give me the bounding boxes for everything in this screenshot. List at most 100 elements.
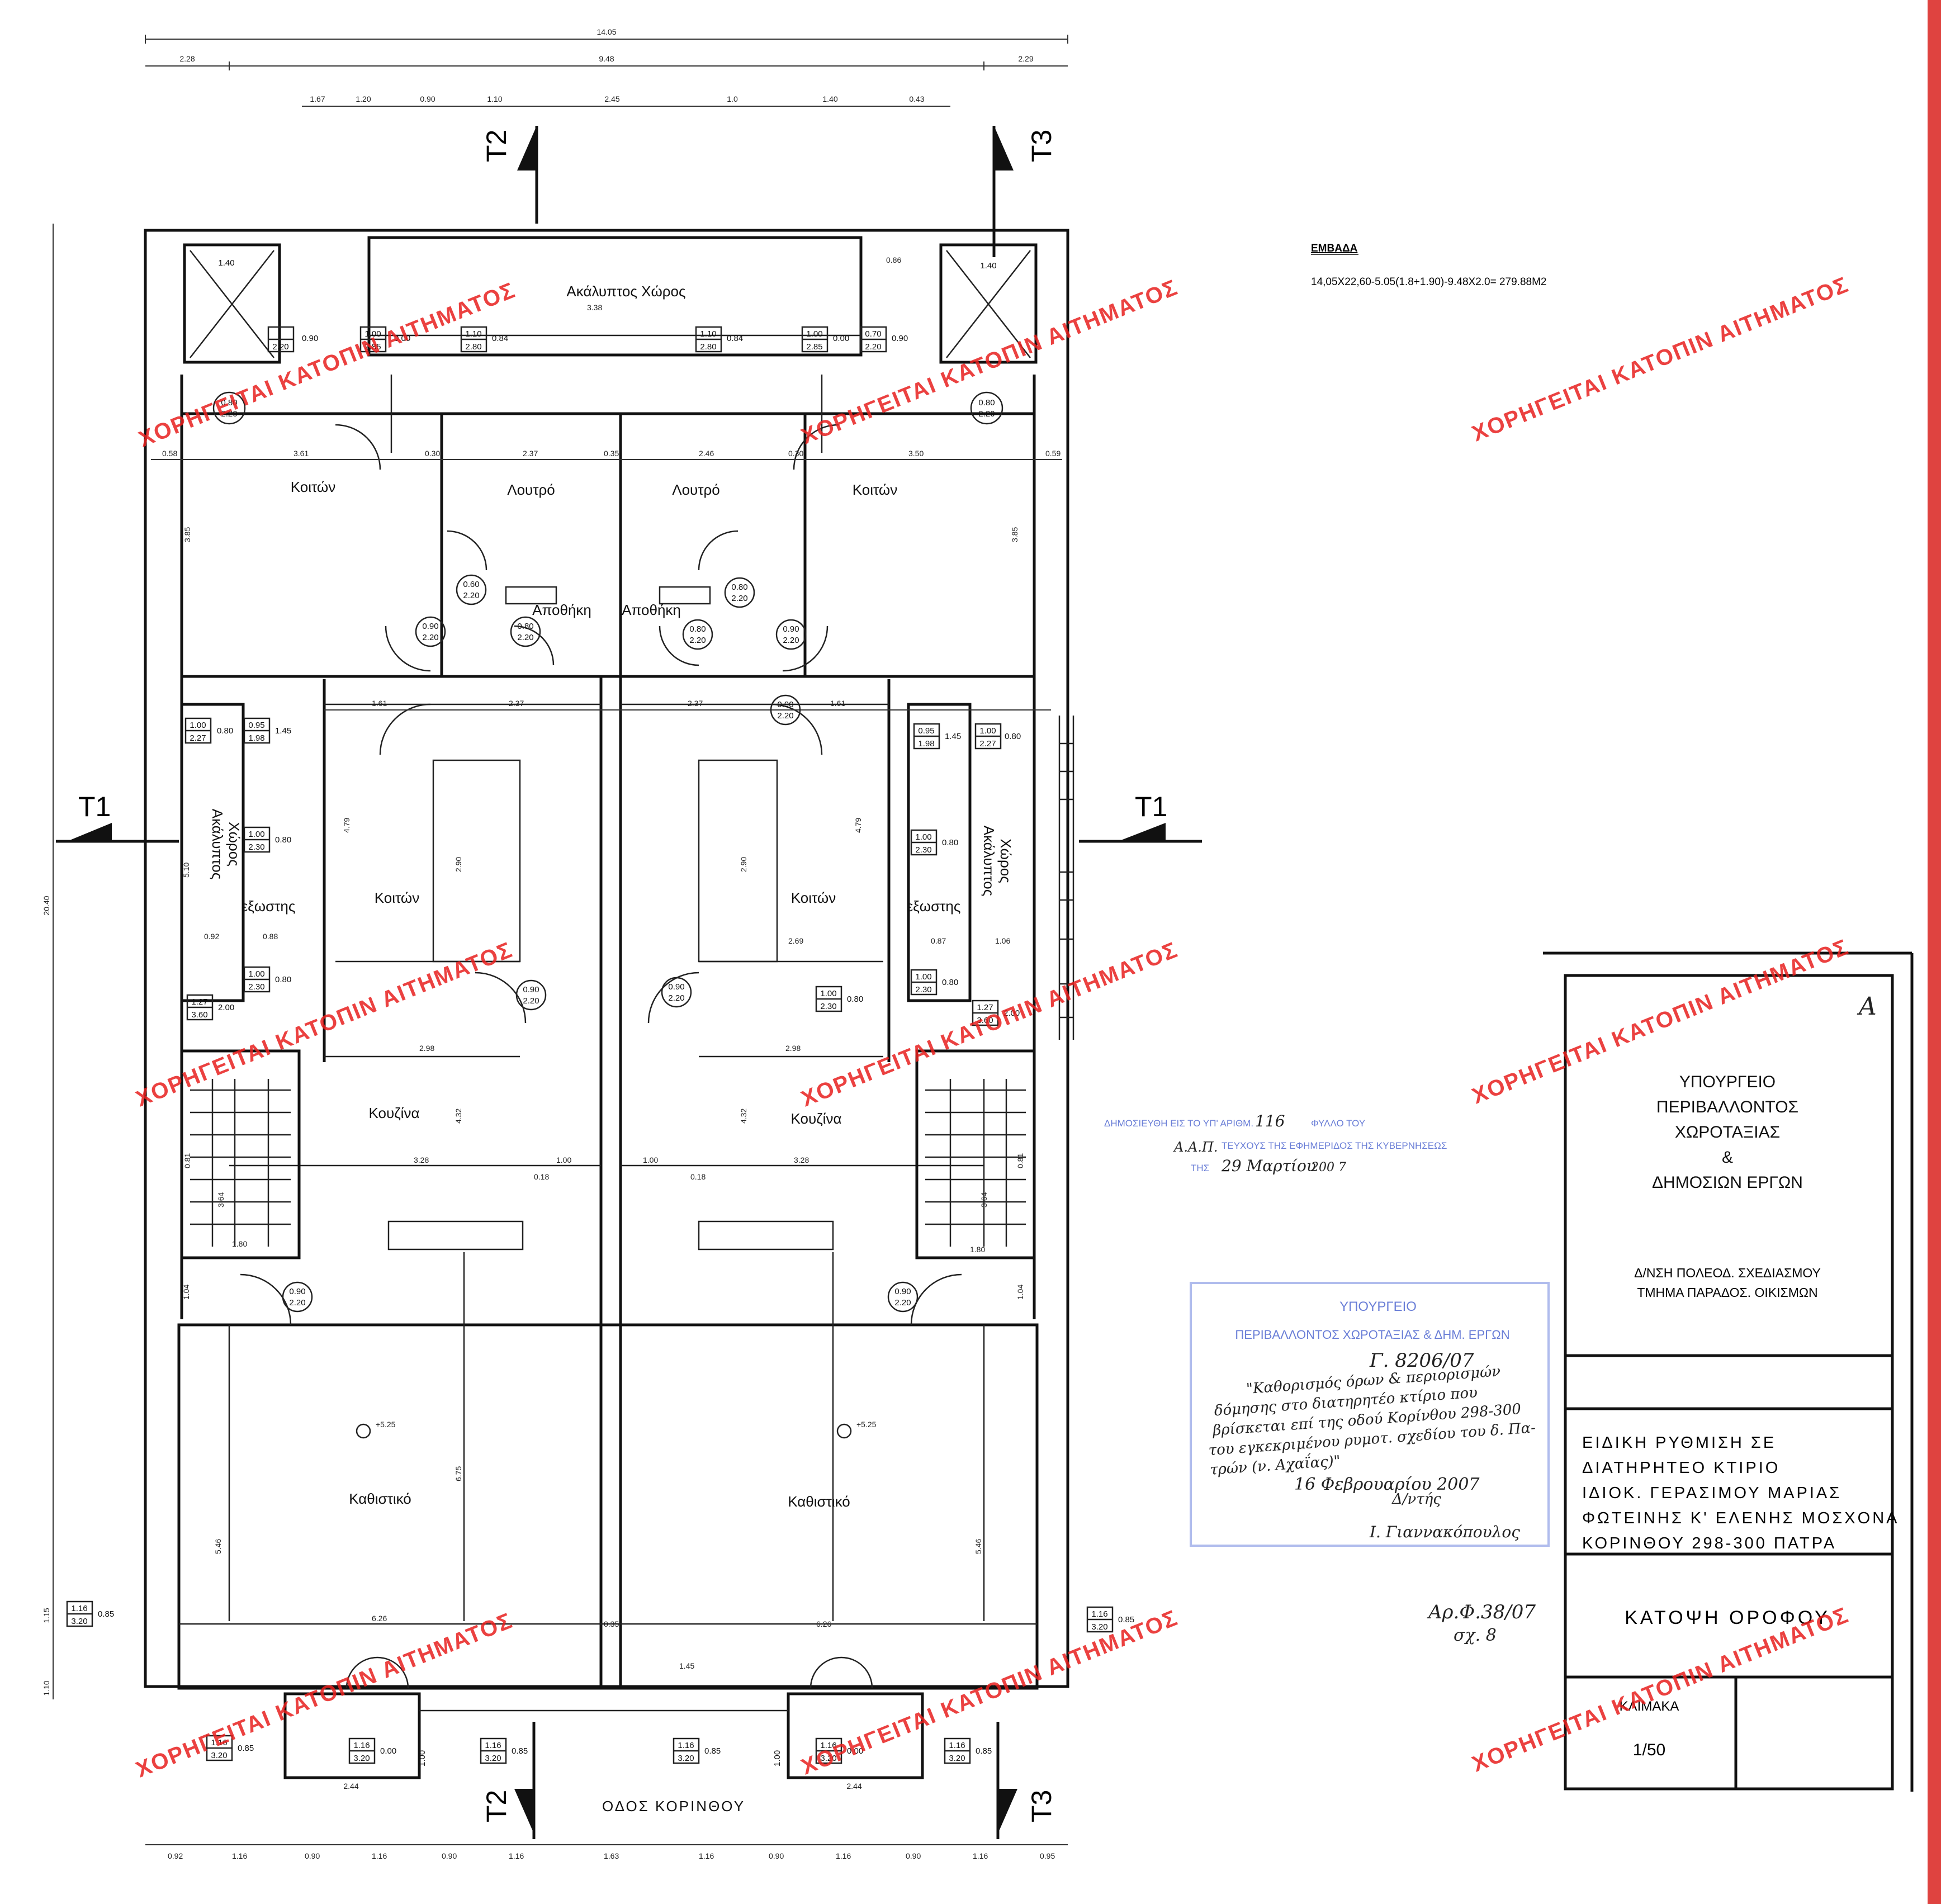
svg-text:2.20: 2.20 bbox=[865, 342, 881, 352]
section-label-t3: T3 bbox=[1026, 130, 1057, 162]
svg-text:0.85: 0.85 bbox=[1118, 1615, 1134, 1624]
svg-text:3.20: 3.20 bbox=[211, 1751, 227, 1760]
dim-total-height: 20.40 bbox=[42, 896, 51, 915]
stair-left bbox=[190, 1079, 291, 1247]
window-tag: 1.102.800.84 bbox=[695, 326, 743, 353]
svg-text:3.20: 3.20 bbox=[353, 1754, 370, 1763]
window-tag: 1.002.270.80 bbox=[974, 723, 1021, 750]
svg-text:2.20: 2.20 bbox=[894, 1298, 911, 1308]
watermark: ΧΟΡΗΓΕΙΤΑΙ ΚΑΤΟΠΙΝ ΑΙΤΗΜΑΤΟΣ bbox=[1469, 935, 1852, 1109]
window-tag: 1.163.200.85 bbox=[66, 1600, 114, 1627]
tb-dept-2: ΤΜΗΜΑ ΠΑΡΑΔΟΣ. ΟΙΚΙΣΜΩΝ bbox=[1637, 1285, 1817, 1300]
section-t1-left: T1 bbox=[56, 791, 179, 843]
svg-text:1.16: 1.16 bbox=[949, 1741, 965, 1750]
top-dim: 1.20 bbox=[356, 94, 371, 103]
dim: 6.75 bbox=[454, 1466, 463, 1481]
bottom-dim: 0.90 bbox=[442, 1851, 457, 1860]
svg-text:0.80: 0.80 bbox=[847, 994, 863, 1004]
dim: 2.46 bbox=[699, 449, 714, 458]
svg-text:1.16: 1.16 bbox=[71, 1604, 87, 1613]
svg-text:0.00: 0.00 bbox=[380, 1746, 396, 1756]
dim: 1.80 bbox=[970, 1245, 985, 1254]
stamp-date: 16 Φεβρουαρίου 2007 bbox=[1294, 1475, 1480, 1494]
dim: 2.98 bbox=[785, 1044, 801, 1053]
dim: 2.37 bbox=[509, 699, 524, 708]
stamp-signature: Ι. Γιαννακόπουλος bbox=[1369, 1523, 1520, 1541]
window-tag: 0.951.981.45 bbox=[913, 723, 961, 750]
door-tag: 0.902.20 bbox=[515, 979, 547, 1011]
svg-text:1.16: 1.16 bbox=[1091, 1609, 1107, 1619]
dim: 3.85 bbox=[1010, 527, 1019, 542]
tb-desc-4: ΦΩΤΕΙΝΗΣ Κ' ΕΛΕΝΗΣ ΜΟΣΧΟΝΑ bbox=[1582, 1509, 1900, 1527]
svg-text:0.80: 0.80 bbox=[942, 838, 958, 847]
svg-text:1.10: 1.10 bbox=[700, 329, 716, 339]
svg-text:0.90: 0.90 bbox=[523, 985, 539, 994]
dim: 0.87 bbox=[931, 936, 946, 945]
bottom-dim: 1.16 bbox=[232, 1851, 247, 1860]
door-tag: 0.902.20 bbox=[661, 977, 692, 1008]
svg-text:0.90: 0.90 bbox=[668, 982, 684, 992]
svg-text:0.84: 0.84 bbox=[492, 334, 508, 343]
svg-text:3.20: 3.20 bbox=[820, 1754, 836, 1763]
svg-text:0.90: 0.90 bbox=[892, 334, 908, 343]
svg-text:3.20: 3.20 bbox=[678, 1754, 694, 1763]
door-tag: 0.80 2.20 bbox=[510, 616, 541, 647]
dim: 3.85 bbox=[183, 527, 192, 542]
svg-text:2.20: 2.20 bbox=[272, 342, 288, 352]
tb-desc-2: ΔΙΑΤΗΡΗΤΕΟ ΚΤΙΡΙΟ bbox=[1582, 1459, 1780, 1477]
svg-text:1.16: 1.16 bbox=[211, 1738, 227, 1747]
svg-text:0.90: 0.90 bbox=[302, 334, 318, 343]
dim: 2.37 bbox=[688, 699, 703, 708]
svg-text:2.20: 2.20 bbox=[668, 993, 684, 1003]
tb-ministry-4: & bbox=[1722, 1148, 1733, 1167]
tb-ministry-1: ΥΠΟΥΡΓΕΙΟ bbox=[1679, 1073, 1776, 1091]
bottom-dimensions: 0.92 1.16 0.90 1.16 0.90 1.16 1.63 1.16 … bbox=[145, 1844, 1068, 1860]
dim: 5.46 bbox=[214, 1539, 222, 1554]
dim: 5.46 bbox=[974, 1539, 983, 1554]
room-courtyard-side-right-2: Χώρος bbox=[997, 839, 1014, 883]
left-dimensions: 20.40 1.15 1.10 bbox=[42, 224, 54, 1699]
svg-text:0.80: 0.80 bbox=[517, 622, 533, 631]
dim: 3.38 bbox=[587, 303, 602, 312]
dim: 2.69 bbox=[788, 936, 803, 945]
door-tag: 0.902.20 bbox=[887, 1281, 919, 1313]
svg-text:2.20: 2.20 bbox=[517, 633, 533, 642]
section-label-t1: T1 bbox=[78, 791, 111, 822]
facade-hatch bbox=[1058, 716, 1074, 1040]
window-tag: 1.163.200.00 bbox=[815, 1737, 863, 1764]
balcony-dim: 2.44 bbox=[343, 1782, 358, 1791]
bottom-dim: 1.16 bbox=[836, 1851, 851, 1860]
svg-text:0.00: 0.00 bbox=[394, 334, 410, 343]
balcony-depth: 1.00 bbox=[773, 1750, 782, 1766]
dim: 0.59 bbox=[1045, 449, 1061, 458]
dim-mid-span: 9.48 bbox=[599, 54, 614, 63]
dim-left-offset: 2.28 bbox=[179, 54, 195, 63]
svg-text:0.95: 0.95 bbox=[918, 726, 934, 736]
room-bathroom-right: Λουτρό bbox=[672, 481, 720, 498]
top-dim: 0.90 bbox=[420, 94, 435, 103]
room-storage-left: Αποθήκη bbox=[532, 601, 591, 618]
svg-text:1.00: 1.00 bbox=[915, 972, 931, 982]
dim: 3.64 bbox=[979, 1192, 988, 1207]
window-tag: 1.163.200.85 bbox=[480, 1737, 528, 1764]
dim: 1.04 bbox=[1016, 1285, 1025, 1300]
pub-line2: ΤΕΥΧΟΥΣ ΤΗΣ ΕΦΗΜΕΡΙΔΟΣ ΤΗΣ ΚΥΒΕΡΝΗΣΕΩΣ bbox=[1222, 1140, 1447, 1151]
svg-text:0.84: 0.84 bbox=[727, 334, 743, 343]
bottom-dim: 1.16 bbox=[372, 1851, 387, 1860]
dim: 3.61 bbox=[293, 449, 309, 458]
room-kitchen-left: Κουζίνα bbox=[369, 1105, 420, 1121]
pub-series: Α.Α.Π. bbox=[1173, 1139, 1218, 1155]
svg-text:1.16: 1.16 bbox=[678, 1741, 694, 1750]
watermark: ΧΟΡΗΓΕΙΤΑΙ ΚΑΤΟΠΙΝ ΑΙΤΗΜΑΤΟΣ bbox=[798, 937, 1181, 1111]
window-tag: 0.951.981.45 bbox=[243, 717, 291, 744]
window-tag: 1.273.602.00 bbox=[186, 994, 234, 1021]
dim: 0.30 bbox=[425, 449, 440, 458]
room-bedroom-right: Κοιτών bbox=[853, 481, 897, 498]
svg-text:0.80: 0.80 bbox=[275, 835, 291, 845]
door-tag: 0.802.20 bbox=[212, 391, 246, 425]
section-label-t1: T1 bbox=[1135, 791, 1167, 822]
areas-note: ΕΜΒΑΔΑ 14,05X22,60-5.05(1.8+1.90)-9.48X2… bbox=[1311, 243, 1547, 288]
dim: 0.88 bbox=[263, 932, 278, 941]
tb-ministry-5: ΔΗΜΟΣΙΩΝ ΕΡΓΩΝ bbox=[1652, 1173, 1803, 1192]
